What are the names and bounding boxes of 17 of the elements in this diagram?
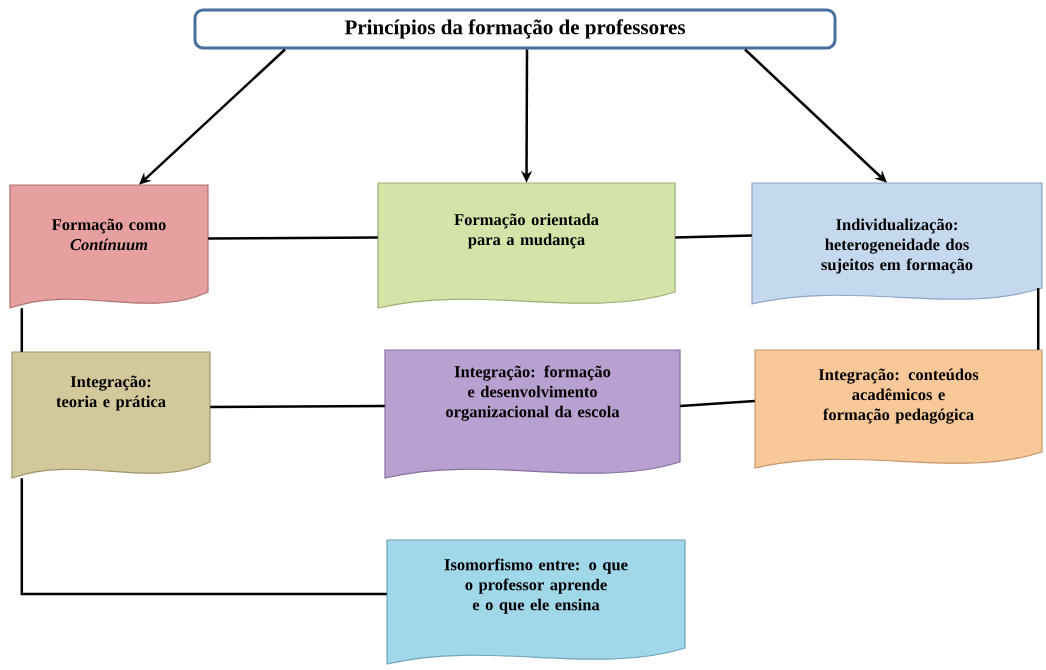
arrow bbox=[744, 48, 887, 183]
connector-line bbox=[208, 236, 378, 240]
document-box: Formação orientada para a mudança bbox=[377, 182, 676, 309]
connector-line bbox=[675, 234, 752, 239]
document-box: Isomorfismo entre: o que o professor aprende e o que ele ensina bbox=[386, 539, 686, 665]
document-box: Integração: formação e desenvolvimento organizacional da escola bbox=[384, 349, 681, 479]
connector-line bbox=[20, 478, 387, 596]
connector-line bbox=[210, 404, 385, 409]
connector-line bbox=[1036, 288, 1040, 350]
document-box: Integração: conteúdos acadêmicos e formação pedagógica bbox=[754, 349, 1043, 469]
document-box: Formação como Contínuum bbox=[9, 184, 209, 309]
document-box: Integração: teoria e prática bbox=[11, 351, 211, 479]
title-box: Princípios da formação de professores bbox=[193, 8, 837, 50]
arrow bbox=[139, 48, 286, 185]
document-box: Individualização: heterogeneidade dos sujeitos em formação bbox=[751, 182, 1043, 305]
connector-line bbox=[20, 308, 24, 352]
connector-line bbox=[680, 399, 755, 408]
